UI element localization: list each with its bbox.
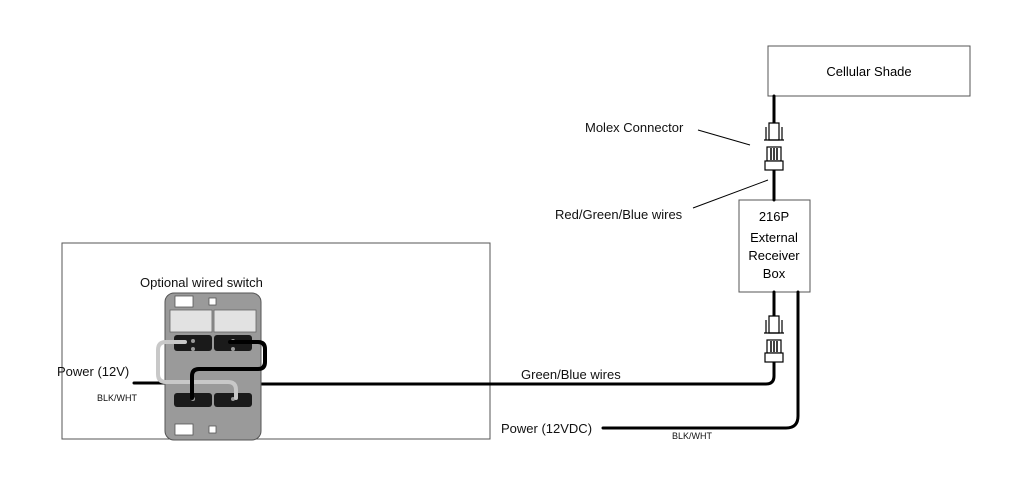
switch-top-tab [174,295,194,308]
switch-screw-6 [231,347,235,351]
molex-leader-line [697,129,751,146]
receiver-label-line-1: 216P [759,209,789,224]
switch-bottom-tab [174,423,194,436]
switch-rocker-left [169,309,213,333]
rgb-leader-line [692,179,769,209]
power-12v-label: Power (12V) [57,364,129,379]
molex-top-collar [764,160,784,171]
green-blue-wire [260,360,776,386]
switch-top-tab-small [208,297,217,306]
blk-wht-right-label: BLK/WHT [672,431,713,441]
molex-bottom-latch [765,320,783,333]
wires [132,94,800,430]
wired-switch [156,292,267,441]
switch-screw-1 [191,339,195,343]
green-blue-wires-label: Green/Blue wires [521,367,621,382]
cellular-shade-box [767,45,971,97]
switch-jumper-black [190,340,267,400]
receiver-box [738,199,811,293]
power-12vdc-label: Power (12VDC) [501,421,592,436]
receiver-label-line-3: Receiver [748,248,800,263]
molex-top-housing [768,122,780,141]
switch-bottom-tab-small [208,425,217,434]
receiver-label-line-2: External [750,230,798,245]
molex-connector-top [764,122,784,171]
switch-rocker-right [213,309,257,333]
switch-enclosure [61,242,491,440]
molex-top-latch [765,127,783,140]
molex-connector-bottom [764,315,784,363]
molex-connector-label: Molex Connector [585,120,684,135]
switch-screw-5 [191,347,195,351]
molex-bottom-housing [768,315,780,334]
receiver-label-line-4: Box [763,266,786,281]
switch-jumper-gray [156,340,238,400]
rgb-wires-label: Red/Green/Blue wires [555,207,683,222]
cellular-shade-label: Cellular Shade [826,64,911,79]
blk-wht-left-label: BLK/WHT [97,393,138,403]
molex-bottom-collar [764,352,784,363]
switch-caption: Optional wired switch [140,275,263,290]
power-12vdc-wire [601,290,800,430]
